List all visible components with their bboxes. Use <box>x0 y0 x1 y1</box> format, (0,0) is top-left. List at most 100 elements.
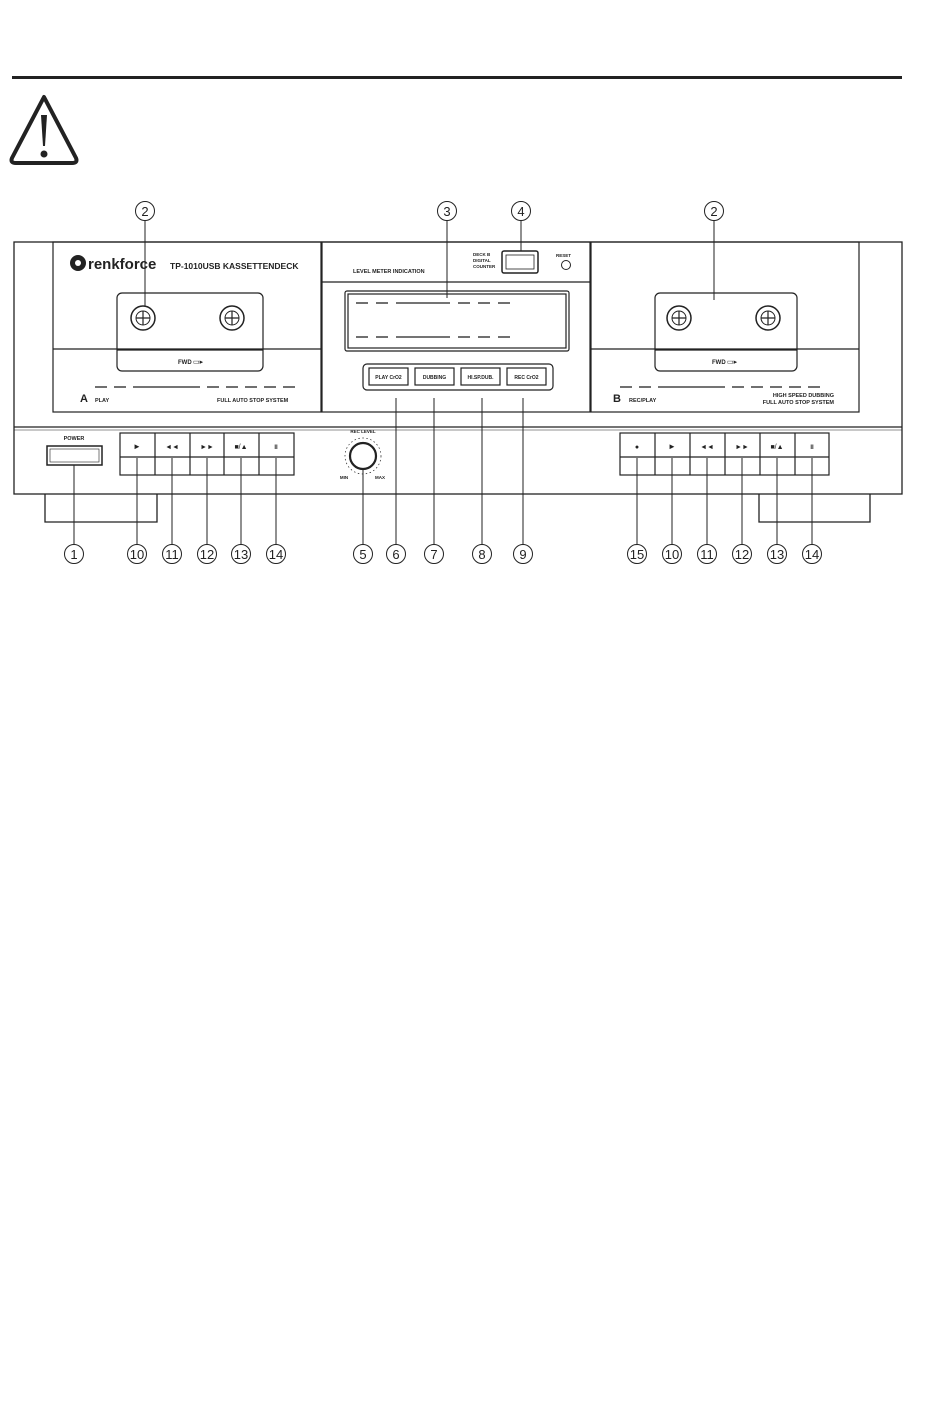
callout-a-pause: 14 <box>266 544 286 564</box>
reset-button[interactable] <box>561 260 571 270</box>
play-icon: ► <box>668 442 676 451</box>
svg-text:12: 12 <box>735 547 749 562</box>
b-rewind-button[interactable]: ◄◄ <box>691 434 724 456</box>
svg-text:6: 6 <box>392 547 399 562</box>
callout-deck-b-head: 2 <box>704 201 724 221</box>
brand-logo <box>70 255 86 271</box>
rec-level-knob[interactable] <box>344 437 382 475</box>
hi-sp-dub-label: HI.SP.DUB. <box>467 375 494 381</box>
record-icon: ● <box>635 444 639 451</box>
callout-b-rec: 15 <box>627 544 647 564</box>
fast-forward-icon: ►► <box>200 444 214 451</box>
svg-text:14: 14 <box>269 547 283 562</box>
dubbing-label: DUBBING <box>423 375 446 381</box>
callout-play-cro2: 6 <box>386 544 406 564</box>
reset-label: RESET <box>556 253 571 258</box>
rec-level-label: REC LEVEL <box>350 429 376 434</box>
callout-b-pause: 14 <box>802 544 822 564</box>
rec-level-max: MAX <box>375 475 385 480</box>
pause-icon: II <box>810 445 814 451</box>
svg-text:7: 7 <box>430 547 437 562</box>
svg-text:5: 5 <box>359 547 366 562</box>
center-panel <box>321 241 591 413</box>
level-meter-label: LEVEL METER INDICATION <box>353 269 425 275</box>
rec-level-min: MIN <box>340 475 348 480</box>
rewind-icon: ◄◄ <box>165 444 179 451</box>
svg-text:8: 8 <box>478 547 485 562</box>
svg-text:1: 1 <box>70 547 77 562</box>
svg-text:15: 15 <box>630 547 644 562</box>
callout-a-stop: 13 <box>231 544 251 564</box>
deck-a-right-reel-icon <box>219 305 245 331</box>
level-meter-dashes <box>356 302 510 338</box>
svg-text:9: 9 <box>519 547 526 562</box>
callout-a-ff: 12 <box>197 544 217 564</box>
svg-text:13: 13 <box>234 547 248 562</box>
play-icon: ► <box>133 442 141 451</box>
svg-text:11: 11 <box>165 547 179 562</box>
callout-b-play: 10 <box>662 544 682 564</box>
deck-b-panel <box>590 241 860 413</box>
a-play-button[interactable]: ► <box>121 434 154 456</box>
deck-a-panel <box>52 241 322 413</box>
callout-display: 3 <box>437 201 457 221</box>
deck-b-feature: HIGH SPEED DUBBING <box>773 393 834 399</box>
callout-a-rew: 11 <box>162 544 182 564</box>
svg-text:10: 10 <box>665 547 679 562</box>
deck-b-fwd-label: FWD <box>712 360 726 366</box>
b-record-button[interactable]: ● <box>621 434 654 456</box>
deck-a-letter: A <box>80 393 88 405</box>
callout-dubbing: 7 <box>424 544 444 564</box>
callout-a-play: 10 <box>127 544 147 564</box>
pause-icon: II <box>274 445 278 451</box>
counter-label-2: DIGITAL <box>473 258 491 263</box>
a-stop-eject-button[interactable]: ■/▲ <box>225 434 258 456</box>
brand-name: renkforce <box>88 256 156 273</box>
stop-eject-icon: ■/▲ <box>234 444 247 451</box>
warning-triangle-icon <box>9 95 79 165</box>
rec-cro2-button[interactable]: REC CrO2 <box>506 367 547 386</box>
play-cro2-label: PLAY CrO2 <box>375 375 402 381</box>
callout-hi-sp-dub: 8 <box>472 544 492 564</box>
header-rule <box>12 76 902 79</box>
rewind-icon: ◄◄ <box>700 444 714 451</box>
callout-counter: 4 <box>511 201 531 221</box>
svg-text:10: 10 <box>130 547 144 562</box>
device-body <box>13 241 903 523</box>
a-rewind-button[interactable]: ◄◄ <box>156 434 189 456</box>
fwd-arrow-icon: ▭▸ <box>727 359 738 366</box>
b-stop-eject-button[interactable]: ■/▲ <box>761 434 794 456</box>
fwd-arrow-icon: ▭▸ <box>193 359 204 366</box>
dubbing-button[interactable]: DUBBING <box>414 367 455 386</box>
model-label: TP-1010USB KASSETTENDECK <box>170 261 299 271</box>
deck-a-left-reel-icon <box>130 305 156 331</box>
svg-text:14: 14 <box>805 547 819 562</box>
deck-a-fwd-label: FWD <box>178 360 192 366</box>
digital-counter <box>501 250 539 274</box>
callout-lines <box>73 220 813 544</box>
b-play-button[interactable]: ► <box>656 434 689 456</box>
a-pause-button[interactable]: II <box>260 434 293 456</box>
svg-text:12: 12 <box>200 547 214 562</box>
b-pause-button[interactable]: II <box>796 434 828 456</box>
power-label: POWER <box>64 436 85 442</box>
callout-b-ff: 12 <box>732 544 752 564</box>
deck-b-letter: B <box>613 393 621 405</box>
svg-text:3: 3 <box>443 204 450 219</box>
play-cro2-button[interactable]: PLAY CrO2 <box>368 367 409 386</box>
svg-text:11: 11 <box>700 547 714 562</box>
counter-label-3: COUNTER <box>473 264 496 269</box>
hi-sp-dub-button[interactable]: HI.SP.DUB. <box>460 367 501 386</box>
callout-power: 1 <box>64 544 84 564</box>
deck-b-right-reel-icon <box>755 305 781 331</box>
svg-text:2: 2 <box>141 204 148 219</box>
svg-text:4: 4 <box>517 204 524 219</box>
deck-b-left-reel-icon <box>666 305 692 331</box>
a-fast-forward-button[interactable]: ►► <box>191 434 223 456</box>
callout-deck-a-head: 2 <box>135 201 155 221</box>
b-fast-forward-button[interactable]: ►► <box>726 434 759 456</box>
callout-rec-level: 5 <box>353 544 373 564</box>
callout-rec-cro2: 9 <box>513 544 533 564</box>
deck-a-system: FULL AUTO STOP SYSTEM <box>217 398 289 404</box>
